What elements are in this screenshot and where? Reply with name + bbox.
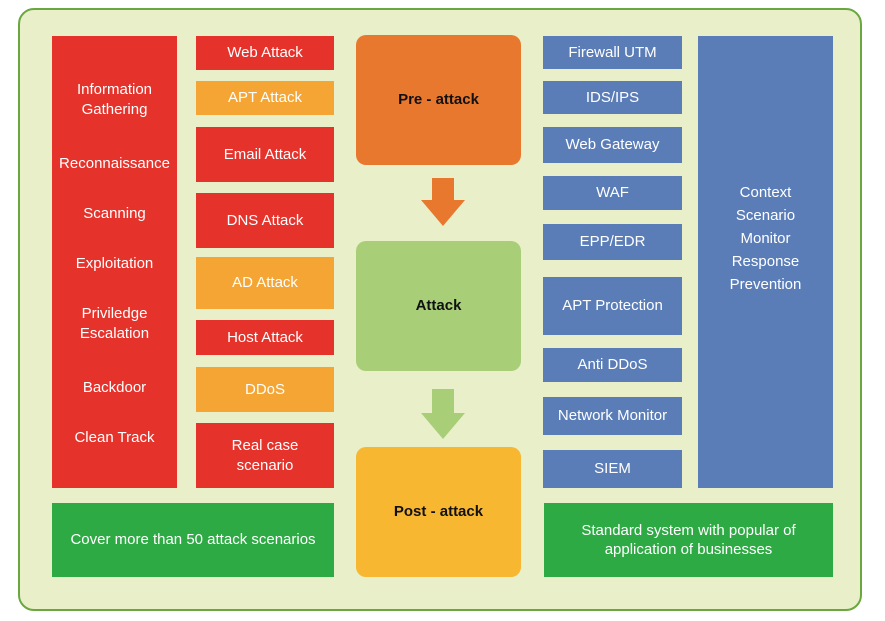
phase-backdoor: Backdoor	[82, 379, 147, 396]
defense-web-gateway: Web Gateway	[543, 127, 682, 163]
phase-scanning: Scanning	[83, 205, 146, 222]
phase-information-gathering: Information Gathering	[76, 81, 153, 118]
prevention-label: Prevention	[729, 276, 802, 293]
down-arrow-icon	[421, 389, 465, 439]
attack-host: Host Attack	[196, 320, 334, 355]
defense-siem: SIEM	[543, 450, 682, 488]
stage-attack: Attack	[356, 241, 521, 371]
attack-apt: APT Attack	[196, 81, 334, 115]
context-label: Context	[739, 184, 792, 201]
defense-ids-ips: IDS/IPS	[543, 81, 682, 114]
response-label: Response	[731, 253, 800, 270]
down-arrow-icon	[421, 178, 465, 226]
attack-ddos: DDoS	[196, 367, 334, 412]
stage-post-attack: Post - attack	[356, 447, 521, 577]
phase-clean-track: Clean Track	[74, 429, 155, 446]
phase-privilege-escalation: Priviledge Escalation	[79, 305, 150, 342]
phase-reconnaissance: Reconnaissance	[59, 155, 170, 172]
attack-email: Email Attack	[196, 127, 334, 182]
banner-standard-system: Standard system with popular of applicat…	[544, 503, 833, 577]
phase-exploitation: Exploitation	[75, 255, 154, 272]
defense-apt-protection: APT Protection	[543, 277, 682, 335]
attack-dns: DNS Attack	[196, 193, 334, 248]
attack-real-case: Real case scenario	[196, 423, 334, 488]
defense-firewall-utm: Firewall UTM	[543, 36, 682, 69]
defense-anti-ddos: Anti DDoS	[543, 348, 682, 382]
attack-web: Web Attack	[196, 36, 334, 70]
stage-pre-attack: Pre - attack	[356, 35, 521, 165]
banner-attack-scenarios: Cover more than 50 attack scenarios	[52, 503, 334, 577]
context-panel: Context Scenario Monitor Response Preven…	[698, 36, 833, 488]
monitor-label: Monitor	[740, 230, 791, 247]
attack-phases-panel: Information Gathering Reconnaissance Sca…	[52, 36, 177, 488]
defense-waf: WAF	[543, 176, 682, 210]
attack-ad: AD Attack	[196, 257, 334, 309]
scenario-label: Scenario	[735, 207, 796, 224]
defense-network-monitor: Network Monitor	[543, 397, 682, 435]
defense-epp-edr: EPP/EDR	[543, 224, 682, 260]
